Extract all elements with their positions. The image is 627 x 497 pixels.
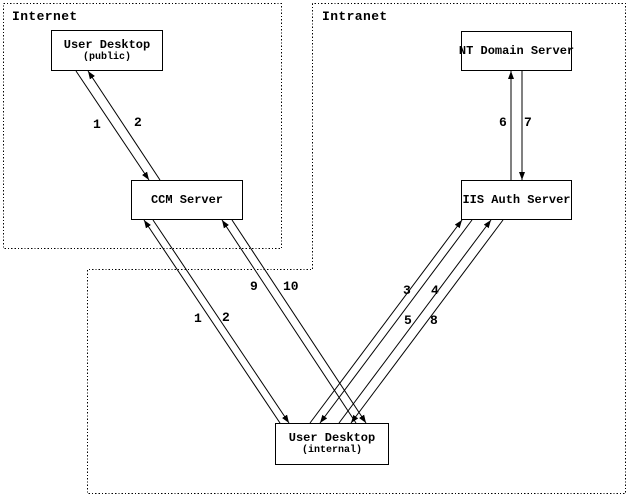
arrow-label-internet-1: 1 (93, 117, 101, 132)
arrow-internal-3-line (309, 219, 463, 424)
node-user-desktop-internal-label: User Desktop (288, 431, 376, 445)
arrow-label-internal-8: 8 (430, 313, 438, 328)
arrow-internet-1-line (75, 70, 150, 181)
internet-zone-label: Internet (12, 9, 78, 24)
arrow-internal-5-line (338, 219, 492, 424)
intranet-zone-label: Intranet (322, 9, 388, 24)
arrow-internal-1-line (143, 219, 281, 424)
arrow-internal-4-line (319, 219, 473, 424)
node-iis-auth-server: IIS Auth Server (461, 180, 572, 220)
arrow-label-internal-3: 3 (403, 283, 411, 298)
internet-zone-border (3, 3, 282, 249)
node-user-desktop-internal: User Desktop (internal) (275, 423, 389, 465)
node-user-desktop-internal-sublabel: (internal) (301, 445, 362, 456)
node-user-desktop-public: User Desktop (public) (51, 30, 163, 71)
node-nt-domain-server: NT Domain Server (458, 31, 575, 71)
arrow-label-intranet-7: 7 (524, 115, 532, 130)
arrow-internal-2-line (152, 219, 290, 424)
node-nt-domain-server-label: NT Domain Server (458, 43, 575, 58)
arrow-internal-8-line (350, 219, 504, 424)
arrow-label-internal-5: 5 (404, 313, 412, 328)
arrow-internal-10-line (231, 219, 367, 424)
arrow-label-intranet-6: 6 (499, 115, 507, 130)
arrow-internet-2-line (87, 70, 161, 181)
node-user-desktop-public-label: User Desktop (63, 37, 151, 52)
node-user-desktop-public-sublabel: (public) (82, 51, 131, 63)
intranet-zone-border (87, 3, 626, 494)
arrow-label-internal-9: 9 (250, 279, 258, 294)
arrow-label-internal-1: 1 (194, 311, 202, 326)
node-ccm-server: CCM Server (131, 180, 243, 220)
arrow-label-internal-2: 2 (222, 310, 230, 325)
arrow-internal-9-line (221, 219, 357, 424)
arrow-label-internet-2: 2 (134, 115, 142, 130)
arrow-label-internal-4: 4 (431, 283, 439, 298)
node-ccm-server-label: CCM Server (150, 192, 223, 207)
node-iis-auth-server-label: IIS Auth Server (462, 192, 571, 207)
arrow-label-internal-10: 10 (283, 279, 299, 294)
